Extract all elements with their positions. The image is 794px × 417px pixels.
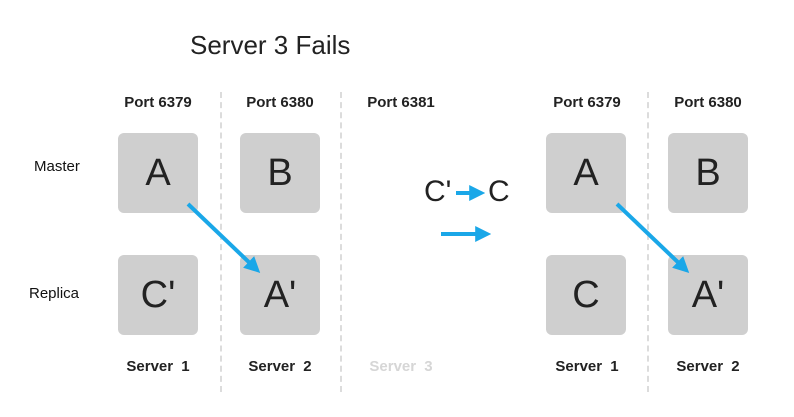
- server-label-1-left: Server 1: [126, 358, 190, 375]
- node-server1-master: A: [118, 133, 198, 213]
- node-right-server2-master: B: [668, 133, 748, 213]
- transition-from: C': [424, 175, 452, 208]
- node-server2-master: B: [240, 133, 320, 213]
- row-label-replica: Replica: [29, 285, 80, 302]
- port-label-6379-left: Port 6379: [124, 94, 192, 111]
- node-right-server2-replica: A': [668, 255, 748, 335]
- divider-left-2: [340, 92, 342, 392]
- transition-to: C: [488, 175, 510, 208]
- port-label-6381-left: Port 6381: [367, 94, 435, 111]
- node-right-server1-master: A: [546, 133, 626, 213]
- node-server2-replica: A': [240, 255, 320, 335]
- port-label-6380-left: Port 6380: [246, 94, 314, 111]
- node-right-server1-replica: C: [546, 255, 626, 335]
- divider-left-1: [220, 92, 222, 392]
- server-label-2-left: Server 2: [248, 358, 312, 375]
- divider-right-1: [647, 92, 649, 392]
- server-label-2-right: Server 2: [676, 358, 740, 375]
- port-label-6380-right: Port 6380: [674, 94, 742, 111]
- node-server1-replica: C': [118, 255, 198, 335]
- server-label-3-failed: Server 3: [369, 358, 433, 375]
- server-label-1-right: Server 1: [555, 358, 619, 375]
- port-label-6379-right: Port 6379: [553, 94, 621, 111]
- diagram-title: Server 3 Fails: [190, 30, 351, 60]
- row-label-master: Master: [34, 158, 80, 175]
